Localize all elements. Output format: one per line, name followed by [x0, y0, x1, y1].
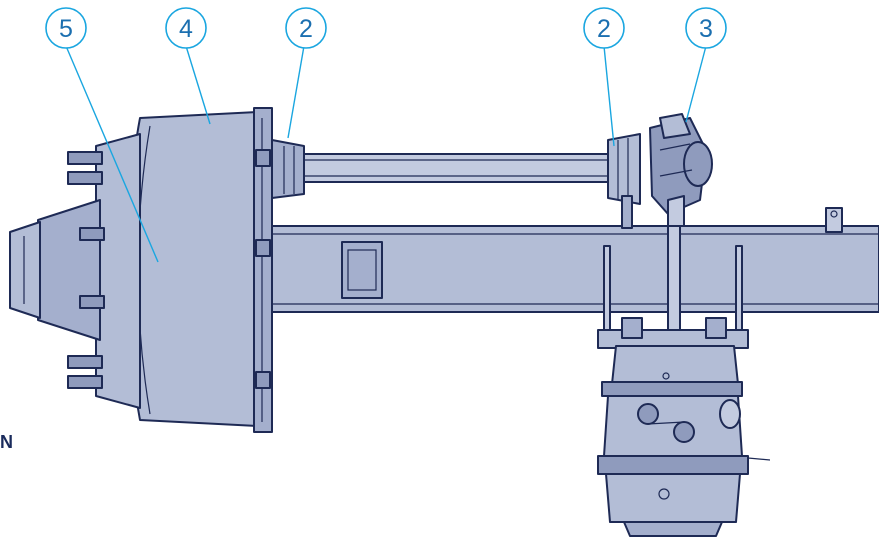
- leader-lines: [65, 45, 707, 263]
- callout-2-right-label: 2: [597, 15, 611, 43]
- callout-2-left-label: 2: [299, 15, 313, 43]
- camshaft: [271, 139, 621, 199]
- wheel-hub: [9, 133, 141, 409]
- callout-2-right: 2: [583, 7, 625, 49]
- brake-chamber: [597, 345, 771, 537]
- cam-bracket-right: [607, 133, 641, 229]
- slack-adjuster: [649, 113, 713, 227]
- callout-3-label: 3: [699, 15, 713, 43]
- cropped-edge-text: N: [0, 432, 13, 452]
- u-bolts: [597, 245, 749, 349]
- callout-4: 4: [165, 7, 207, 49]
- brake-drum: [125, 107, 273, 433]
- callout-3: 3: [685, 7, 727, 49]
- callout-2-left: 2: [285, 7, 327, 49]
- callout-5: 5: [45, 7, 87, 49]
- axle-beam: [261, 207, 879, 313]
- callout-5-label: 5: [59, 15, 73, 43]
- callout-4-label: 4: [179, 15, 193, 43]
- wheel-studs: [67, 151, 105, 389]
